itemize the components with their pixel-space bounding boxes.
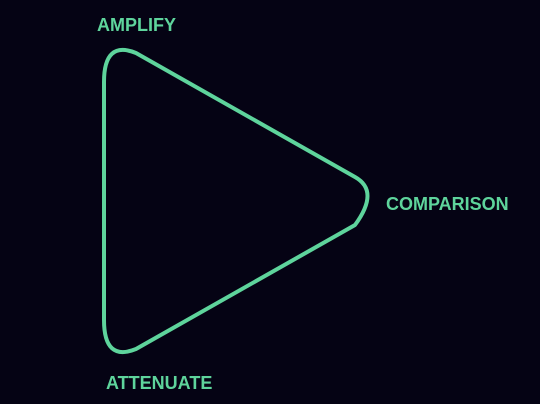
rounded-triangle-shape — [102, 47, 370, 355]
vertex-label-attenuate: ATTENUATE — [106, 373, 213, 393]
vertex-label-amplify: AMPLIFY — [97, 15, 176, 35]
vertex-label-comparison: COMPARISON — [386, 194, 509, 214]
